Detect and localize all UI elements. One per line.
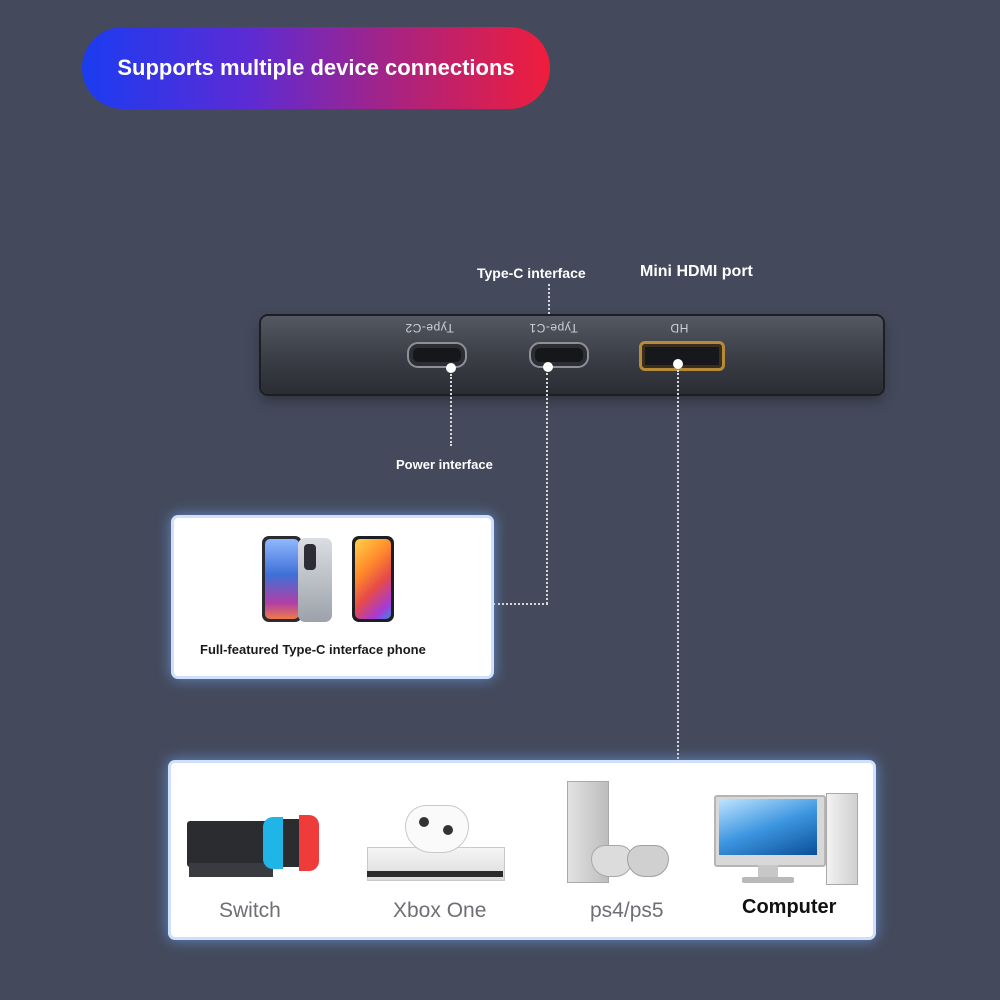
- computer-label: Computer: [742, 896, 837, 918]
- type-c2-port: [407, 342, 467, 368]
- xbox-one-icon: [367, 799, 505, 883]
- type-c-interface-label: Type-C interface: [477, 265, 586, 281]
- type-c2-dot: [446, 363, 456, 373]
- type-c1-top-tick: [548, 284, 550, 318]
- hd-silkscreen: HD: [670, 321, 689, 335]
- devices-card: Switch Xbox One ps4/ps5 Computer: [171, 763, 873, 937]
- switch-label: Switch: [219, 899, 281, 922]
- type-c1-line: [546, 373, 548, 604]
- xbox-one-label: Xbox One: [393, 899, 487, 922]
- hdmi-dot: [673, 359, 683, 369]
- type-c1-silkscreen: Type-C1: [529, 321, 578, 335]
- smartphone-back-icon: [298, 538, 332, 622]
- headline-banner: Supports multiple device connections: [82, 27, 550, 109]
- monitor-side-panel: Type-C2 Type-C1 HD: [261, 316, 883, 394]
- nintendo-switch-icon: [187, 815, 321, 879]
- desktop-computer-icon: [714, 793, 860, 889]
- ps4-ps5-label: ps4/ps5: [590, 899, 664, 922]
- power-interface-label: Power interface: [396, 457, 493, 472]
- smartphone-colorful-icon: [352, 536, 394, 622]
- playstation-icon: [565, 781, 675, 891]
- type-c1-port: [529, 342, 589, 368]
- type-c2-silkscreen: Type-C2: [405, 321, 454, 335]
- mini-hdmi-port-label: Mini HDMI port: [640, 263, 753, 280]
- smartphone-aurora-icon: [262, 536, 302, 622]
- power-line: [450, 374, 452, 446]
- headline-text: Supports multiple device connections: [117, 55, 515, 80]
- hdmi-line: [677, 370, 679, 762]
- type-c1-dot: [543, 362, 553, 372]
- phones-card-label: Full-featured Type-C interface phone: [200, 642, 426, 657]
- phones-card: Full-featured Type-C interface phone: [174, 518, 491, 676]
- type-c1-horizontal-line: [493, 603, 548, 605]
